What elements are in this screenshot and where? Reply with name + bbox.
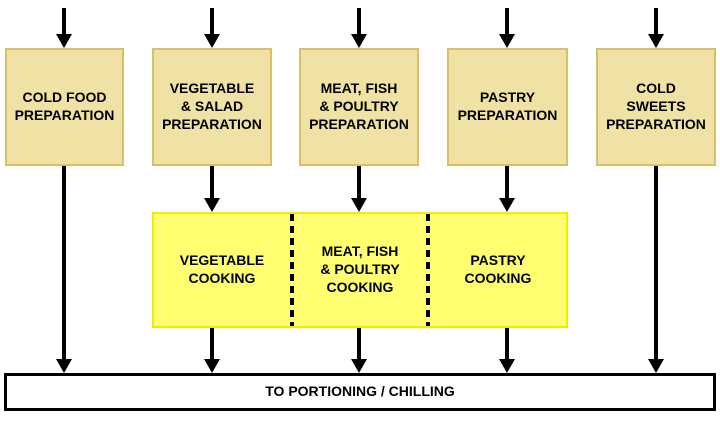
arrow-down-icon	[351, 359, 367, 373]
prep-box-label: COLD SWEETS PREPARATION	[606, 80, 706, 132]
arrow-cold-food-to-portioning	[56, 166, 72, 373]
arrow-down-icon	[351, 198, 367, 212]
prep-box-vegetable-salad: VEGETABLE & SALAD PREPARATION	[152, 48, 272, 166]
prep-box-label: MEAT, FISH & POULTRY PREPARATION	[309, 80, 409, 132]
cooking-section-meat-fish-poultry: MEAT, FISH & POULTRY COOKING	[294, 214, 426, 326]
arrow-pastry-cooking-to-portioning	[499, 328, 515, 373]
arrow-veg-cooking-to-portioning	[204, 328, 220, 373]
arrow-down-icon	[204, 198, 220, 212]
cooking-section-label: PASTRY COOKING	[464, 252, 532, 286]
prep-box-pastry: PASTRY PREPARATION	[447, 48, 568, 166]
arrow-meat-prep-to-cooking	[351, 166, 367, 212]
arrow-into-cold-food-prep	[56, 8, 72, 48]
arrow-down-icon	[204, 34, 220, 48]
arrow-into-meat-fish-poultry-prep	[351, 8, 367, 48]
cooking-section-label: VEGETABLE COOKING	[179, 252, 265, 286]
cooking-box: VEGETABLE COOKING MEAT, FISH & POULTRY C…	[152, 212, 568, 328]
prep-box-cold-sweets: COLD SWEETS PREPARATION	[596, 48, 716, 166]
output-bar-label: TO PORTIONING / CHILLING	[265, 383, 455, 400]
prep-box-meat-fish-poultry: MEAT, FISH & POULTRY PREPARATION	[299, 48, 419, 166]
prep-box-label: COLD FOOD PREPARATION	[14, 89, 115, 123]
arrow-into-pastry-prep	[499, 8, 515, 48]
arrow-cold-sweets-to-portioning	[648, 166, 664, 373]
arrow-down-icon	[204, 359, 220, 373]
arrow-down-icon	[648, 34, 664, 48]
arrow-into-cold-sweets-prep	[648, 8, 664, 48]
cooking-section-vegetable: VEGETABLE COOKING	[154, 214, 290, 326]
cooking-section-label: MEAT, FISH & POULTRY COOKING	[320, 243, 400, 295]
arrow-down-icon	[499, 359, 515, 373]
arrow-meat-cooking-to-portioning	[351, 328, 367, 373]
arrow-down-icon	[499, 198, 515, 212]
arrow-down-icon	[351, 34, 367, 48]
arrow-down-icon	[499, 34, 515, 48]
dashed-divider	[426, 214, 430, 326]
dashed-divider	[290, 214, 294, 326]
prep-box-label: PASTRY PREPARATION	[457, 89, 558, 123]
arrow-veg-prep-to-cooking	[204, 166, 220, 212]
arrow-down-icon	[56, 359, 72, 373]
arrow-into-vegetable-salad-prep	[204, 8, 220, 48]
arrow-pastry-prep-to-cooking	[499, 166, 515, 212]
arrow-down-icon	[56, 34, 72, 48]
output-bar-portioning-chilling: TO PORTIONING / CHILLING	[4, 373, 716, 411]
arrow-down-icon	[648, 359, 664, 373]
prep-box-label: VEGETABLE & SALAD PREPARATION	[162, 80, 262, 132]
cooking-section-pastry: PASTRY COOKING	[430, 214, 566, 326]
prep-box-cold-food: COLD FOOD PREPARATION	[5, 48, 124, 166]
